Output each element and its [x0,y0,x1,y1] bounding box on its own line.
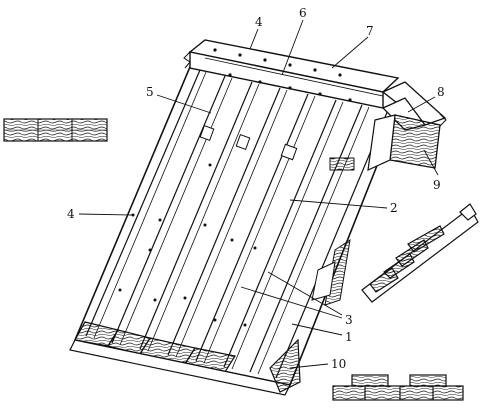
callout-9: 9 [433,178,441,192]
callout-3: 3 [345,313,353,327]
callout-5: 5 [146,85,154,99]
nails [118,163,257,327]
callout-4-left: 4 [67,207,75,221]
callout-7: 7 [366,24,374,38]
rafter-end [367,114,441,171]
roof-slope [69,39,447,396]
ridge-beam [183,39,400,109]
callout-6: 6 [299,6,307,20]
battens [85,69,389,379]
spacer-blocks [199,125,355,171]
callout-4-top: 4 [255,15,263,29]
right-supports [311,238,351,306]
inset-shingles-side [361,203,479,303]
callout-1: 1 [345,330,353,344]
callout-2: 2 [390,201,398,215]
inset-plank-section [3,118,108,142]
base-planks [69,321,301,396]
callout-8: 8 [437,85,445,99]
inset-stepped-joint [332,374,464,401]
callout-10: 10 [331,357,346,371]
leader-lines [78,19,439,369]
